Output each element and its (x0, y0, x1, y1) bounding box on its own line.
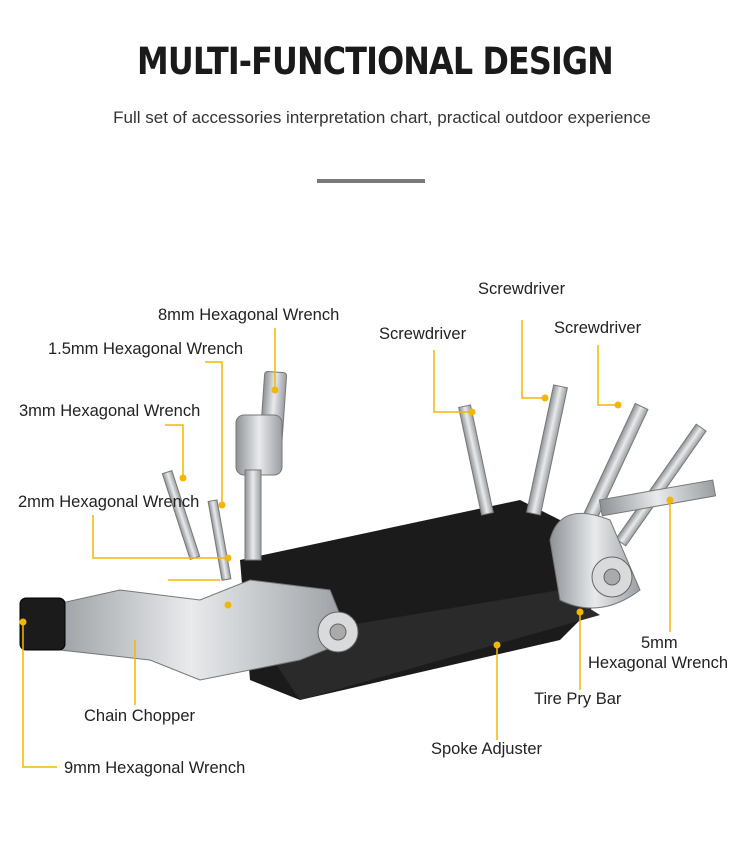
leader-lines (22, 320, 671, 768)
label-screwdriver-1: Screwdriver (379, 325, 467, 343)
leader-dots (19, 386, 674, 649)
label-screwdriver-2: Screwdriver (478, 280, 566, 298)
bolts (317, 556, 633, 653)
label-8mm-hex-wrench: 8mm Hexagonal Wrench (158, 306, 340, 324)
label-5mm: 5mm (641, 634, 678, 652)
label-2mm-hex-wrench: 2mm Hexagonal Wrench (18, 493, 200, 511)
label-spoke-adjuster: Spoke Adjuster (431, 740, 542, 758)
label-5mm-hex-wrench: Hexagonal Wrench (588, 654, 729, 672)
label-tire-pry-bar: Tire Pry Bar (534, 690, 622, 708)
page-title: MULTI-FUNCTIONAL DESIGN (137, 40, 614, 83)
label-1-5mm-hex-wrench: 1.5mm Hexagonal Wrench (48, 340, 244, 358)
label-chain-chopper: Chain Chopper (84, 707, 195, 725)
page-subtitle: Full set of accessories interpretation c… (113, 108, 651, 127)
label-screwdriver-3: Screwdriver (554, 319, 642, 337)
label-3mm-hex-wrench: 3mm Hexagonal Wrench (19, 402, 201, 420)
tools (19, 371, 717, 681)
divider (317, 179, 425, 183)
label-9mm-hex-wrench: 9mm Hexagonal Wrench (64, 759, 246, 777)
